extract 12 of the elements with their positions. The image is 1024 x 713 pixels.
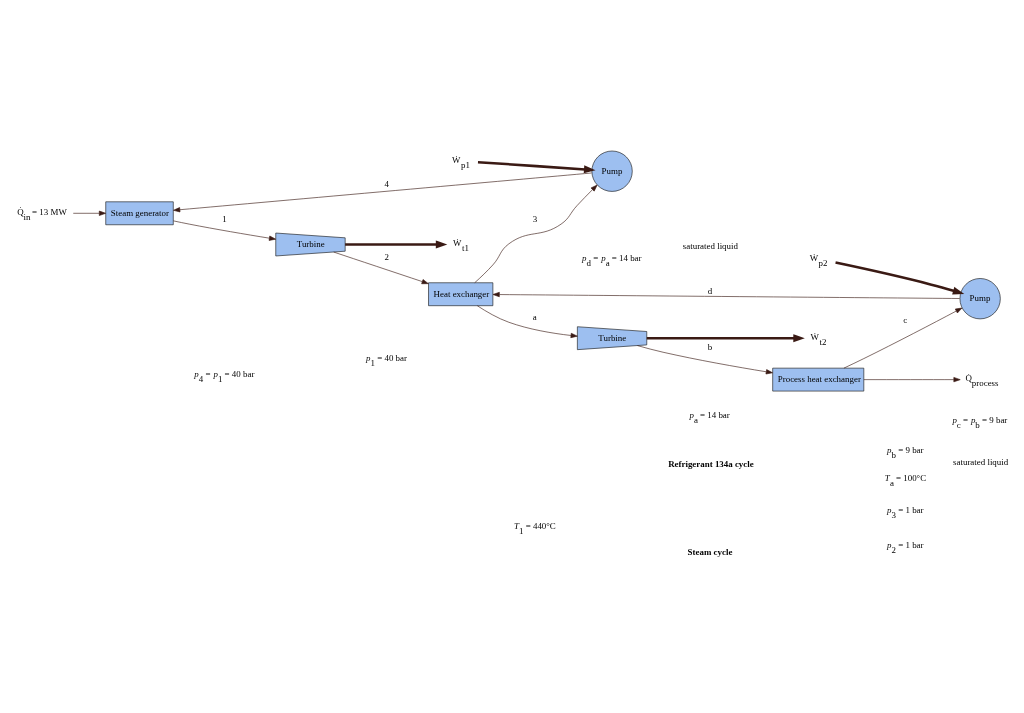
label: Refrigerant 134a cycle [667,458,754,469]
label: saturated liquid [682,240,738,251]
edge-label: 2 [384,251,389,262]
edge-label: 3 [532,213,537,224]
edge-label: c [902,314,907,325]
edge-label: b [707,341,712,352]
edge-label: 4 [384,178,389,189]
label: Steam cycle [687,546,732,557]
edge-label: d [707,285,712,296]
edge-label: a [532,311,537,322]
edge-label: 1 [221,213,227,224]
label: saturated liquid [952,456,1008,467]
